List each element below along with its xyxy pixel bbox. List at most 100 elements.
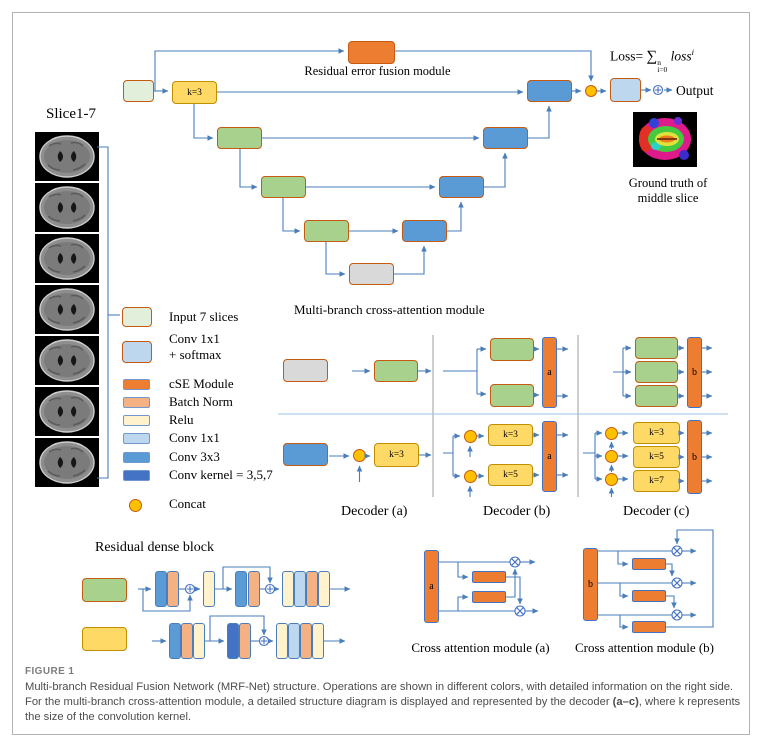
- brain-slice: [35, 234, 99, 283]
- input-box: [123, 80, 154, 102]
- decoder-box-4: [402, 220, 447, 242]
- dense-bar: [227, 623, 239, 659]
- kernel3-box: k=3: [172, 81, 217, 104]
- legend-label-conv3x3: Conv 3x3: [169, 449, 220, 464]
- decoder-c-bar-top: b: [687, 337, 702, 408]
- dense-bar: [167, 571, 179, 607]
- cross-attn-a-box-1: [472, 571, 506, 583]
- dense-green-key: [82, 578, 127, 602]
- decoder-c-k3: k=3: [633, 422, 680, 444]
- brain-slice: [35, 336, 99, 385]
- concat-node: [585, 85, 597, 97]
- legend-label-relu: Relu: [169, 412, 194, 427]
- encoder-box-4: [304, 220, 349, 242]
- dense-bar: [239, 623, 251, 659]
- dense-bar: [318, 571, 330, 607]
- dense-bar: [300, 623, 312, 659]
- residual-module-label: Residual error fusion module: [304, 64, 451, 78]
- decoder-c-concat-3: [605, 473, 618, 486]
- dense-block-title: Residual dense block: [95, 540, 214, 555]
- cross-attn-a-label: Cross attention module (a): [411, 640, 550, 655]
- legend-label-input: Input 7 slices: [169, 309, 239, 324]
- decoder-b-label: Decoder (b): [483, 504, 551, 519]
- decoder-c-green-2: [635, 361, 678, 383]
- brain-slice: [35, 438, 99, 487]
- dense-bar: [203, 571, 215, 607]
- legend-swatch-batchnorm: [123, 397, 150, 408]
- slices-title: Slice1-7: [46, 106, 96, 122]
- dense-bar: [306, 571, 318, 607]
- legend-swatch-kernel: [123, 470, 150, 481]
- cross-attn-a-bar: a: [424, 550, 439, 623]
- decoder-b-k3: k=3: [488, 424, 533, 446]
- decoder-c-k7: k=7: [633, 470, 680, 492]
- decoder-box-1: [527, 80, 572, 102]
- decoder-b-k5: k=5: [488, 464, 533, 486]
- legend-swatch-softmax: [122, 341, 152, 363]
- dense-bar: [294, 571, 306, 607]
- legend-swatch-input: [122, 307, 152, 327]
- legend-label-conv1x1: Conv 1x1: [169, 430, 220, 445]
- cross-attn-b-bar: b: [583, 548, 598, 621]
- cross-attn-b-box-2: [632, 590, 666, 602]
- dense-bar: [288, 623, 300, 659]
- decoder-c-concat-2: [605, 450, 618, 463]
- cross-attn-b-box-1: [632, 558, 666, 570]
- legend-label-softmax: Conv 1x1+ softmax: [169, 331, 222, 362]
- dense-bar: [276, 623, 288, 659]
- brain-slice: [35, 132, 99, 181]
- legend-swatch-conv3x3: [123, 452, 150, 463]
- decoder-c-green-3: [635, 385, 678, 407]
- attention-title: Multi-branch cross-attention module: [294, 302, 485, 317]
- encoder-box-3: [261, 176, 306, 198]
- legend-label-batchnorm: Batch Norm: [169, 394, 233, 409]
- cse-module-box: [348, 41, 395, 64]
- encoder-box-2: [217, 127, 262, 149]
- decoder-b-concat-2: [464, 470, 477, 483]
- dense-bar: [282, 571, 294, 607]
- decoder-c-green-1: [635, 337, 678, 359]
- decoder-c-label: Decoder (c): [623, 504, 690, 519]
- decoder-b-bar-top: a: [542, 337, 557, 408]
- dense-bar: [248, 571, 260, 607]
- dense-bar: [155, 571, 167, 607]
- legend-label-kernel: Conv kernel = 3,5,7: [169, 467, 273, 482]
- dense-bar: [235, 571, 247, 607]
- dense-bar: [169, 623, 181, 659]
- dense-gold-key: [82, 627, 127, 651]
- output-label: Output: [676, 83, 714, 98]
- softmax-box: [610, 78, 641, 102]
- dense-bar: [193, 623, 205, 659]
- legend-swatch-concat: [129, 499, 142, 512]
- decoder-c-concat-1: [605, 427, 618, 440]
- attn-input-bottom: [283, 443, 328, 466]
- brain-slice: [35, 387, 99, 436]
- decoder-a-concat: [353, 449, 366, 462]
- decoder-box-2: [483, 127, 528, 149]
- brain-slice: [35, 183, 99, 232]
- cross-attn-a-box-2: [472, 591, 506, 603]
- figure-frame: [12, 12, 750, 735]
- brain-slice: [35, 285, 99, 334]
- decoder-b-green-1: [490, 338, 534, 361]
- figure-caption-label: FIGURE 1: [25, 666, 75, 677]
- decoder-box-3: [439, 176, 484, 198]
- legend-swatch-conv1x1: [123, 433, 150, 444]
- decoder-b-green-2: [490, 384, 534, 407]
- decoder-a-label: Decoder (a): [341, 504, 408, 519]
- legend-label-cse: cSE Module: [169, 376, 234, 391]
- decoder-b-bar-bottom: a: [542, 421, 557, 492]
- decoder-b-concat-1: [464, 430, 477, 443]
- attn-input-top: [283, 359, 328, 382]
- cross-attn-b-label: Cross attention module (b): [574, 640, 714, 655]
- dense-bar: [312, 623, 324, 659]
- decoder-c-bar-bottom: b: [687, 420, 702, 494]
- ground-truth-image: [633, 112, 697, 167]
- cross-attn-b-box-3: [632, 621, 666, 633]
- legend-swatch-cse: [123, 379, 150, 390]
- bottleneck-box: [349, 263, 394, 285]
- decoder-a-green: [374, 360, 418, 382]
